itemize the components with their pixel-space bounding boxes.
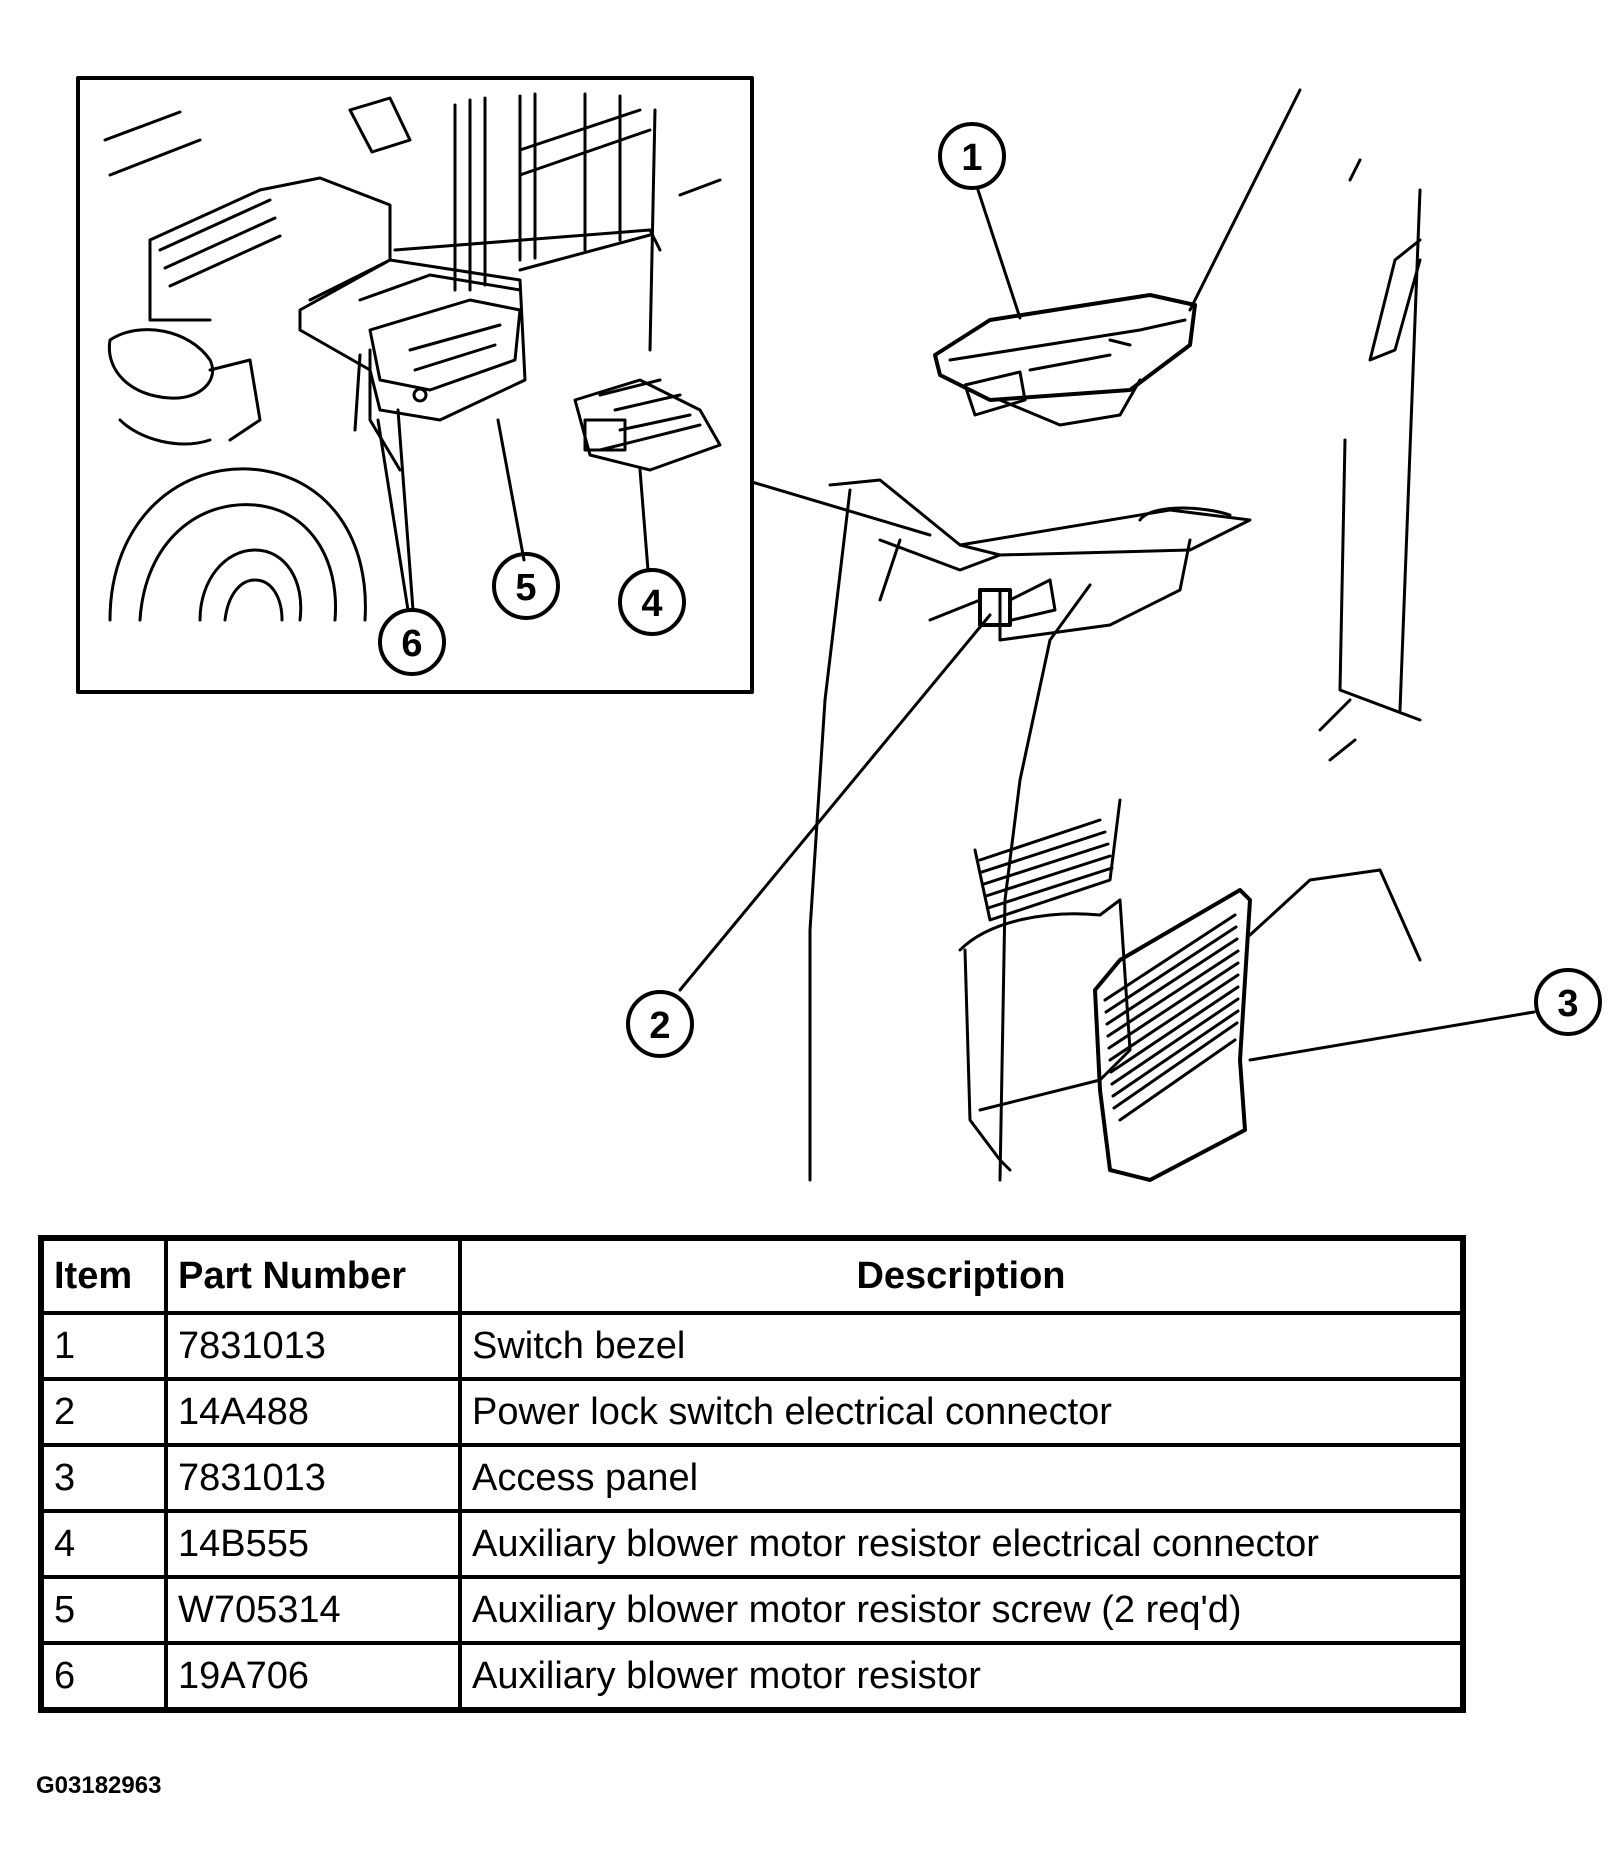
table-row: 1 7831013 Switch bezel	[39, 1311, 1465, 1381]
header-description: Description	[458, 1236, 1465, 1315]
switch-bezel	[933, 293, 1197, 427]
callout-6: 6	[378, 608, 446, 676]
table-row: 5 W705314 Auxiliary blower motor resisto…	[39, 1575, 1465, 1645]
part-number-cell: 7831013	[164, 1311, 462, 1381]
callout-2-label: 2	[649, 1005, 670, 1047]
header-item: Item	[39, 1236, 168, 1315]
callout-1: 1	[938, 122, 1006, 190]
callout-4: 4	[618, 568, 686, 636]
leader-line-6	[376, 408, 415, 612]
housing-lines	[103, 92, 722, 352]
item-cell: 1	[39, 1311, 168, 1381]
connector-2	[978, 578, 1057, 627]
header-part-number: Part Number	[164, 1236, 462, 1315]
description-cell: Power lock switch electrical connector	[458, 1377, 1465, 1447]
component-location-diagram: 4 5 6	[76, 76, 1602, 1182]
figure-id: G03182963	[36, 1772, 162, 1799]
callout-5: 5	[492, 552, 560, 620]
callout-5-label: 5	[515, 567, 536, 609]
item-cell: 3	[39, 1443, 168, 1513]
item-cell: 6	[39, 1641, 168, 1712]
callout-4-label: 4	[641, 583, 662, 625]
description-cell: Access panel	[458, 1443, 1465, 1513]
description-cell: Auxiliary blower motor resistor screw (2…	[458, 1575, 1465, 1645]
vehicle-interior-view: 1 2 3	[626, 88, 1602, 1182]
connector-4	[573, 378, 722, 472]
table-row: 4 14B555 Auxiliary blower motor resistor…	[39, 1509, 1465, 1579]
part-number-cell: 7831013	[164, 1443, 462, 1513]
callout-2: 2	[626, 990, 694, 1058]
description-cell: Switch bezel	[458, 1311, 1465, 1381]
table-row: 3 7831013 Access panel	[39, 1443, 1465, 1513]
callout-1-label: 1	[961, 137, 982, 179]
access-panel	[1093, 868, 1422, 1182]
part-number-cell: 14A488	[164, 1377, 462, 1447]
item-cell: 5	[39, 1575, 168, 1645]
leader-line-3	[1248, 1010, 1536, 1062]
inset-connector-line	[750, 480, 932, 537]
callout-3-label: 3	[1557, 983, 1578, 1025]
item-cell: 4	[39, 1509, 168, 1579]
description-cell: Auxiliary blower motor resistor	[458, 1641, 1465, 1712]
leader-line-4	[638, 468, 650, 572]
resistor-bracket	[298, 258, 527, 472]
leader-line-1	[976, 188, 1022, 320]
callout-3: 3	[1534, 968, 1602, 1036]
part-number-cell: W705314	[164, 1575, 462, 1645]
table-header-row: Item Part Number Description	[39, 1236, 1465, 1315]
table-row: 2 14A488 Power lock switch electrical co…	[39, 1377, 1465, 1447]
callout-6-label: 6	[401, 623, 422, 665]
leader-line-5	[496, 418, 526, 562]
description-cell: Auxiliary blower motor resistor electric…	[458, 1509, 1465, 1579]
blower-wheel	[107, 328, 367, 622]
part-number-cell: 19A706	[164, 1641, 462, 1712]
inset-frame	[76, 76, 754, 694]
item-cell: 2	[39, 1377, 168, 1447]
leader-line-2	[678, 613, 992, 992]
inset-detail-view: 4 5 6	[76, 76, 754, 694]
access-opening	[958, 798, 1132, 1172]
table-row: 6 19A706 Auxiliary blower motor resistor	[39, 1641, 1465, 1712]
parts-table: Item Part Number Description 1 7831013 S…	[38, 1235, 1466, 1713]
part-number-cell: 14B555	[164, 1509, 462, 1579]
